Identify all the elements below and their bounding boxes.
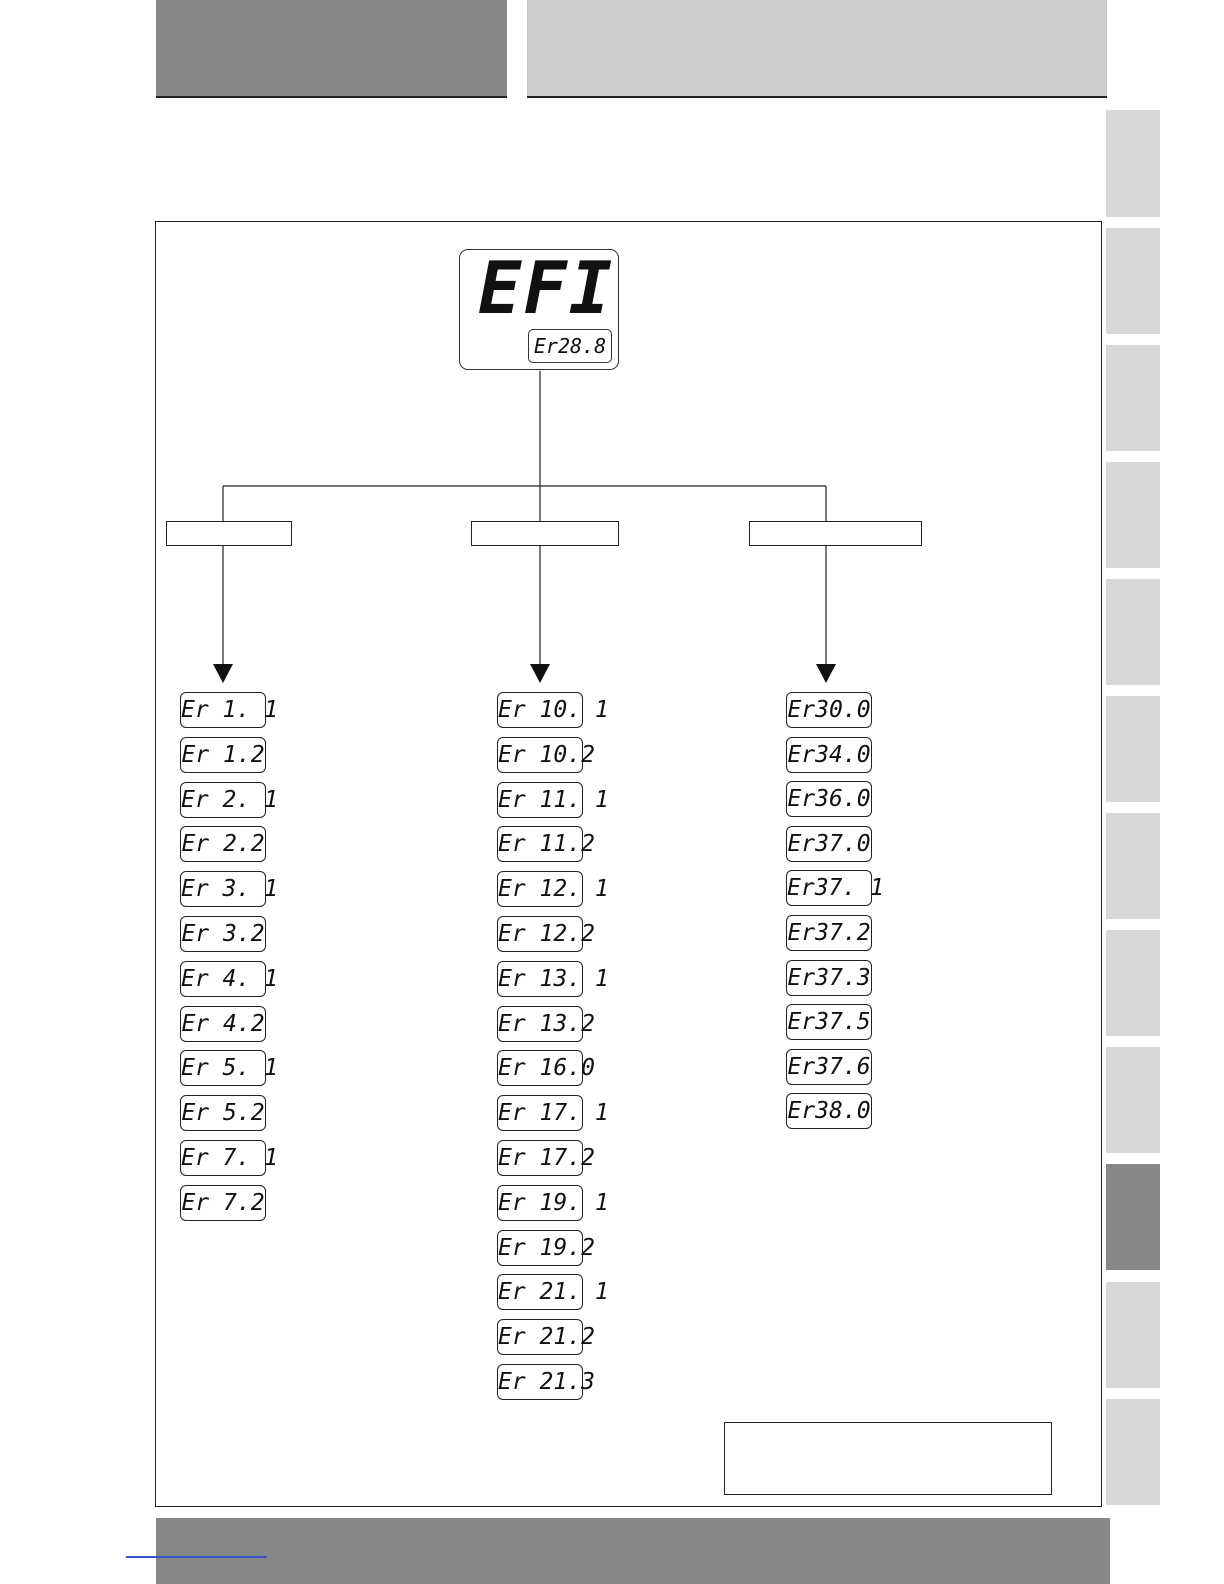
side-tab-9[interactable] bbox=[1106, 1047, 1160, 1153]
error-code-box: Er 4. 1 bbox=[180, 961, 278, 997]
header-right-block bbox=[527, 0, 1107, 98]
error-tree-diagram bbox=[155, 221, 1102, 1507]
error-code-box: Er 17.2 bbox=[497, 1140, 595, 1176]
root-small-display: Er28.8 bbox=[528, 329, 612, 363]
error-code-box: Er 11. 1 bbox=[497, 782, 609, 818]
error-code-box: Er 3. 1 bbox=[180, 871, 278, 907]
error-code-box: Er37.6 bbox=[786, 1049, 872, 1085]
side-tab-10-active[interactable] bbox=[1106, 1164, 1160, 1270]
error-code-box: Er 10. 1 bbox=[497, 692, 609, 728]
error-code-box: Er37. 1 bbox=[786, 870, 884, 906]
error-code-box: Er 5.2 bbox=[180, 1095, 266, 1131]
error-code-box: Er 21.3 bbox=[497, 1364, 595, 1400]
root-display-panel: EFI Er28.8 bbox=[459, 249, 619, 370]
error-code-box: Er37.0 bbox=[786, 826, 872, 862]
error-code-box: Er37.3 bbox=[786, 960, 872, 996]
error-code-box: Er 4.2 bbox=[180, 1006, 266, 1042]
side-tab-8[interactable] bbox=[1106, 930, 1160, 1036]
side-tab-2[interactable] bbox=[1106, 228, 1160, 334]
error-code-box: Er 11.2 bbox=[497, 826, 595, 862]
side-tab-1[interactable] bbox=[1106, 110, 1160, 217]
error-code-box: Er 1.2 bbox=[180, 737, 266, 773]
error-code-box: Er 19.2 bbox=[497, 1230, 595, 1266]
group-label-left bbox=[166, 521, 292, 546]
error-code-box: Er 16.0 bbox=[497, 1050, 595, 1086]
header-left-block bbox=[156, 0, 507, 98]
side-tab-11[interactable] bbox=[1106, 1282, 1160, 1388]
error-code-box: Er30.0 bbox=[786, 692, 872, 728]
error-code-box: Er 7. 1 bbox=[180, 1140, 278, 1176]
side-tab-12[interactable] bbox=[1106, 1399, 1160, 1505]
error-code-box: Er 17. 1 bbox=[497, 1095, 609, 1131]
error-code-box: Er 13. 1 bbox=[497, 961, 609, 997]
error-code-box: Er37.2 bbox=[786, 915, 872, 951]
group-label-middle bbox=[471, 521, 619, 546]
group-label-right bbox=[749, 521, 922, 546]
error-code-box: Er36.0 bbox=[786, 781, 872, 817]
error-code-box: Er37.5 bbox=[786, 1004, 872, 1040]
side-tab-3[interactable] bbox=[1106, 345, 1160, 451]
error-code-box: Er 1. 1 bbox=[180, 692, 278, 728]
root-big-display: EFI bbox=[478, 246, 615, 330]
error-code-box: Er38.0 bbox=[786, 1093, 872, 1129]
arrow-right-head bbox=[816, 664, 836, 683]
error-code-box: Er 3.2 bbox=[180, 916, 266, 952]
error-code-box: Er 13.2 bbox=[497, 1006, 595, 1042]
side-tab-7[interactable] bbox=[1106, 813, 1160, 919]
side-tab-5[interactable] bbox=[1106, 579, 1160, 685]
footer-link-underline[interactable] bbox=[126, 1556, 267, 1558]
error-code-box: Er 19. 1 bbox=[497, 1185, 609, 1221]
error-code-box: Er 21. 1 bbox=[497, 1274, 609, 1310]
note-box bbox=[724, 1422, 1052, 1495]
error-code-box: Er 2.2 bbox=[180, 826, 266, 862]
error-code-box: Er34.0 bbox=[786, 737, 872, 773]
error-code-box: Er 5. 1 bbox=[180, 1050, 278, 1086]
error-code-box: Er 21.2 bbox=[497, 1319, 595, 1355]
arrow-middle-head bbox=[530, 664, 550, 683]
error-code-box: Er 2. 1 bbox=[180, 782, 278, 818]
error-code-box: Er 10.2 bbox=[497, 737, 595, 773]
side-tab-6[interactable] bbox=[1106, 696, 1160, 802]
error-code-box: Er 12.2 bbox=[497, 916, 595, 952]
error-code-box: Er 12. 1 bbox=[497, 871, 609, 907]
side-tab-4[interactable] bbox=[1106, 462, 1160, 568]
error-code-box: Er 7.2 bbox=[180, 1185, 266, 1221]
footer-bar bbox=[156, 1518, 1110, 1584]
arrow-left-head bbox=[213, 664, 233, 683]
